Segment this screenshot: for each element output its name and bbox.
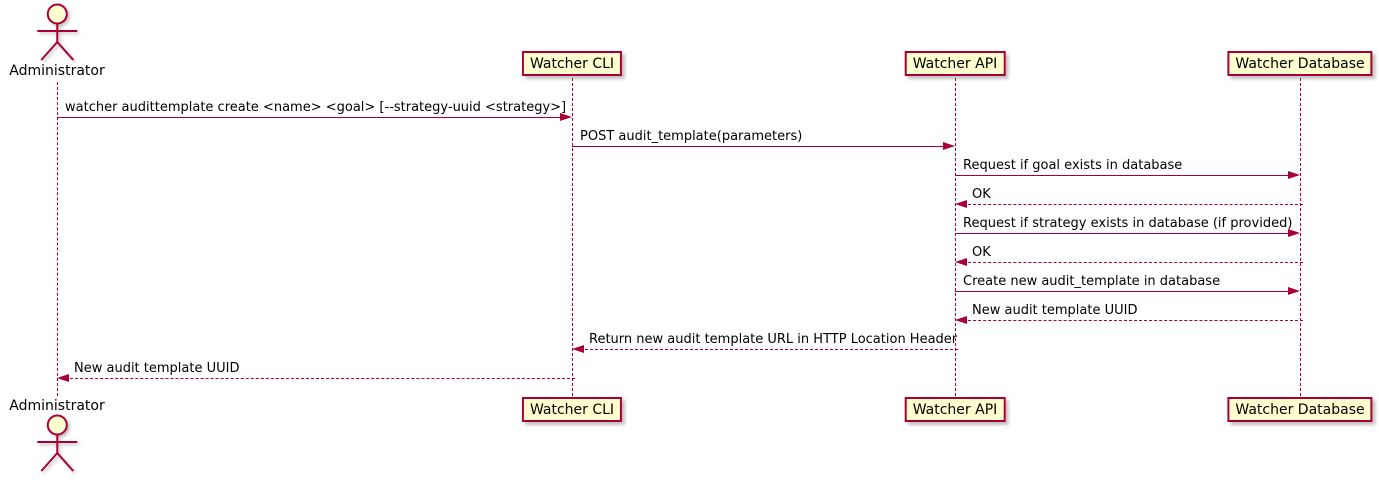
arrowhead-icon: [955, 200, 967, 208]
participant-label: Watcher Database: [1235, 401, 1365, 418]
participant-top-watcher-cli: Watcher CLI: [521, 51, 623, 76]
message-line-2: [955, 175, 1297, 176]
participant-bottom-watcher-api: Watcher API: [904, 397, 1006, 422]
arrowhead-icon: [1288, 287, 1300, 295]
message-label-8: Return new audit template URL in HTTP Lo…: [589, 332, 958, 347]
message-label-2: Request if goal exists in database: [963, 158, 1183, 173]
message-label-7: New audit template UUID: [972, 303, 1138, 318]
actor-top-administrator: Administrator: [9, 3, 105, 79]
message-line-1: [572, 146, 952, 147]
arrowhead-icon: [943, 142, 955, 150]
actor-label: Administrator: [9, 63, 105, 79]
message-line-7: [958, 320, 1303, 321]
arrowhead-icon: [1288, 171, 1300, 179]
lifeline-watcher-db: [1300, 78, 1301, 396]
arrowhead-icon: [57, 374, 69, 382]
lifeline-watcher-cli: [572, 78, 573, 396]
actor-icon: [37, 414, 77, 472]
participant-top-watcher-api: Watcher API: [904, 51, 1006, 76]
actor-label: Administrator: [9, 398, 105, 414]
arrowhead-icon: [572, 345, 584, 353]
message-line-6: [955, 291, 1297, 292]
message-label-1: POST audit_template(parameters): [580, 129, 803, 144]
message-line-0: [57, 117, 569, 118]
arrowhead-icon: [955, 258, 967, 266]
actor-icon: [37, 3, 77, 61]
participant-bottom-watcher-db: Watcher Database: [1227, 397, 1373, 422]
message-label-4: Request if strategy exists in database (…: [963, 216, 1293, 231]
message-line-4: [955, 233, 1297, 234]
message-line-9: [60, 378, 575, 379]
message-label-9: New audit template UUID: [74, 361, 240, 376]
message-label-3: OK: [972, 187, 991, 202]
message-line-5: [958, 262, 1303, 263]
lifeline-watcher-api: [955, 78, 956, 396]
actor-bottom-administrator: Administrator: [9, 398, 105, 474]
participant-label: Watcher API: [912, 401, 998, 418]
arrowhead-icon: [560, 113, 572, 121]
message-line-3: [958, 204, 1303, 205]
participant-label: Watcher Database: [1235, 55, 1365, 72]
message-line-8: [575, 349, 958, 350]
lifeline-administrator: [57, 82, 58, 396]
arrowhead-icon: [955, 316, 967, 324]
participant-label: Watcher API: [912, 55, 998, 72]
arrowhead-icon: [1288, 229, 1300, 237]
message-label-5: OK: [972, 245, 991, 260]
message-label-0: watcher audittemplate create <name> <goa…: [65, 100, 567, 115]
participant-top-watcher-db: Watcher Database: [1227, 51, 1373, 76]
participant-label: Watcher CLI: [529, 401, 615, 418]
participant-bottom-watcher-cli: Watcher CLI: [521, 397, 623, 422]
participant-label: Watcher CLI: [529, 55, 615, 72]
message-label-6: Create new audit_template in database: [963, 274, 1221, 289]
